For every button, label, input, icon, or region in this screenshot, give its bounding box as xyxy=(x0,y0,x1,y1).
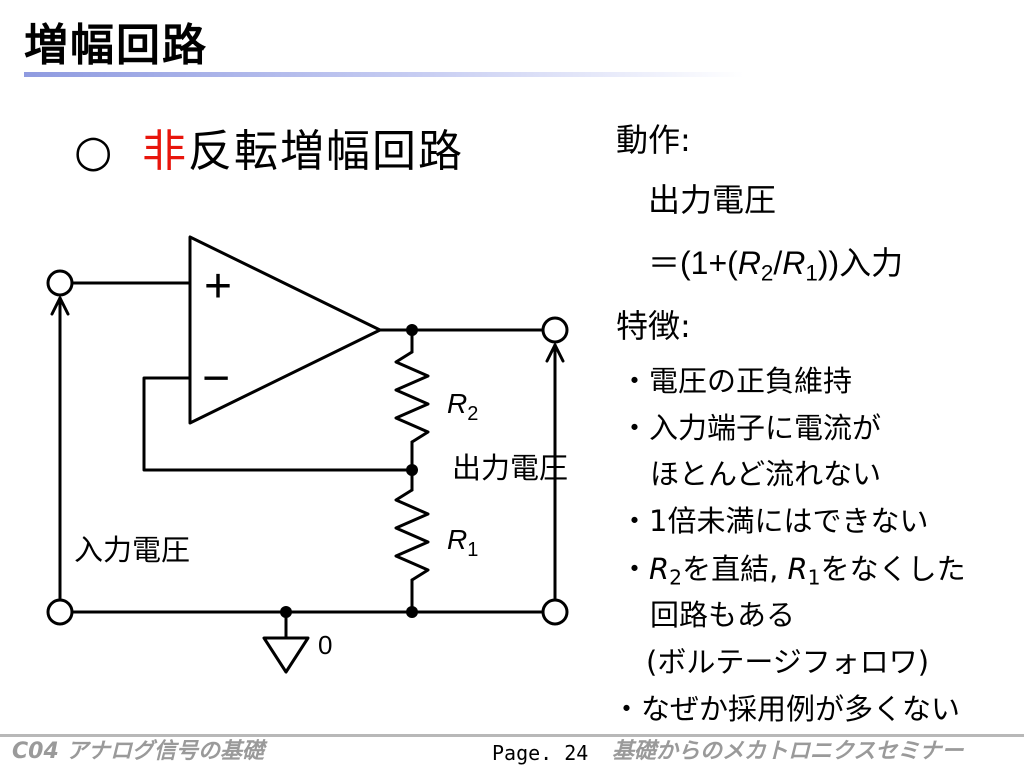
output-arrow-head xyxy=(545,343,565,363)
input-ground-terminal xyxy=(46,598,74,626)
input-voltage-label: 入力電圧 xyxy=(74,533,190,567)
feature-item-4: ・R2を直結, R1をなくした xyxy=(620,552,966,590)
wire-feedback xyxy=(142,376,414,472)
feature-item-2: ・入力端子に電流が xyxy=(620,411,882,445)
input-terminal xyxy=(46,269,74,297)
footer-course-label: C04 アナログ信号の基礎 xyxy=(12,739,264,764)
heading-text: 反転増幅回路 xyxy=(188,126,464,177)
resistor-r1 xyxy=(394,488,430,582)
non-inverting-amplifier-circuit: + − R2 R1 出力電圧 入力電圧 0 xyxy=(46,235,569,674)
ground-label: 0 xyxy=(318,630,332,660)
feature-item-4-cont: 回路もある xyxy=(650,598,796,632)
feature-item-4-note: (ボルテージフォロワ) xyxy=(646,645,930,679)
feature-item-2-cont: ほとんど流れない xyxy=(650,457,882,491)
output-ground-terminal xyxy=(541,598,569,626)
junction-ground-r1 xyxy=(406,606,418,618)
feature-item-1: ・電圧の正負維持 xyxy=(620,364,853,398)
junction-feedback xyxy=(406,464,418,476)
features-heading: 特徴: xyxy=(616,307,691,345)
minus-terminal-label: − xyxy=(202,352,230,405)
operation-heading: 動作: xyxy=(616,121,691,159)
output-terminal xyxy=(541,316,569,344)
page-number: Page. 24 xyxy=(492,741,589,765)
footer-seminar-label: 基礎からのメカトロニクスセミナー xyxy=(612,739,964,764)
r1-label: R1 xyxy=(447,524,478,561)
output-voltage-label: 出力電圧 xyxy=(452,451,568,485)
feature-item-3: ・1倍未満にはできない xyxy=(620,504,929,538)
plus-terminal-label: + xyxy=(204,260,232,313)
circle-bullet: ○ xyxy=(74,126,115,177)
r2-label: R2 xyxy=(447,388,478,425)
junction-output xyxy=(406,324,418,336)
footer-rule xyxy=(0,734,1024,737)
operation-formula: ＝(1+(R2/R1))入力 xyxy=(648,245,904,286)
operation-output-label: 出力電圧 xyxy=(648,181,777,219)
input-arrow-head xyxy=(50,296,70,316)
slide-title: 増幅回路 xyxy=(24,20,208,71)
feature-item-5: ・なぜか採用例が多くない xyxy=(612,692,961,726)
heading-highlight: 非 xyxy=(142,126,188,177)
title-underline xyxy=(24,72,744,77)
resistor-r2 xyxy=(394,350,430,444)
opamp-triangle xyxy=(188,235,382,425)
ground-symbol xyxy=(262,636,310,674)
junction-ground xyxy=(280,606,292,618)
section-heading: ○ 非反転増幅回路 xyxy=(74,124,464,180)
